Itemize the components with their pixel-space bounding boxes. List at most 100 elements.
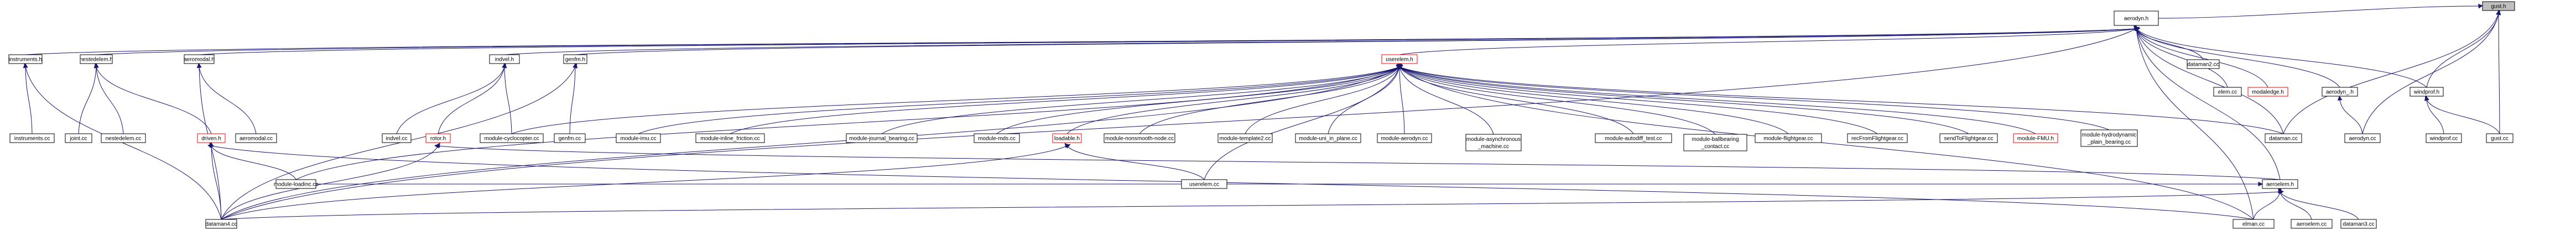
- node-box: [480, 133, 544, 143]
- dependency-edge: [2283, 10, 2501, 134]
- node-label: module-asynchronous: [1466, 137, 1521, 143]
- node-module-journal-bearing-cc[interactable]: module-journal_bearing.cc: [846, 133, 918, 143]
- node-module-FMU-h[interactable]: module-FMU.h: [2013, 133, 2058, 143]
- node-dataman-cc[interactable]: dataman.cc: [2265, 133, 2302, 143]
- node-module-imu-cc[interactable]: module-imu.cc: [616, 133, 661, 143]
- node-loadable-h[interactable]: loadable.h: [1052, 133, 1082, 143]
- node-aeroelem-cc[interactable]: aeroelem.cc: [2291, 219, 2333, 229]
- edge-line: [211, 145, 2254, 220]
- node-dataman4-cc[interactable]: dataman4.cc: [205, 219, 237, 229]
- node-box: [1377, 133, 1432, 143]
- node-module-cyclocopter-cc[interactable]: module-cyclocopter.cc: [480, 133, 544, 143]
- node-module-ballbearing-contact-cc[interactable]: module-ballbearing_contact.cc: [1683, 134, 1747, 151]
- node-box: [2013, 133, 2058, 143]
- node-aeroelem-h[interactable]: aeroelem.h: [2262, 179, 2298, 189]
- node-indvel-cc[interactable]: indvel.cc: [382, 133, 412, 143]
- dependency-edge: [511, 65, 1403, 134]
- edge-line: [1399, 66, 1878, 134]
- node-module-asynchronous-machine-cc[interactable]: module-asynchronous_machine.cc: [1465, 134, 1522, 151]
- dependency-edge: [209, 141, 222, 220]
- node-box: [9, 133, 55, 143]
- node-aerodyn-cc[interactable]: aerodyn.cc: [2344, 133, 2381, 143]
- node-modaledge-h[interactable]: modaledge.h: [2247, 87, 2288, 97]
- node-module-inline-friction-cc[interactable]: module-inline_friction.cc: [695, 133, 765, 143]
- node-box: [8, 54, 43, 64]
- dependency-edge: [2278, 188, 2312, 220]
- node-label: dataman2.cc: [2187, 62, 2219, 68]
- node-label: instruments.h: [9, 57, 42, 63]
- node-box: [1847, 133, 1908, 143]
- node-genfm-cc[interactable]: genfm.cc: [554, 133, 586, 143]
- edge-line: [2280, 191, 2359, 220]
- node-gust-cc[interactable]: gust.cc: [2486, 133, 2513, 143]
- node-windprof-cc[interactable]: windprof.cc: [2426, 133, 2462, 143]
- node-nestedelem-cc[interactable]: nestedelem.cc: [101, 133, 146, 143]
- node-instruments-cc[interactable]: instruments.cc: [9, 133, 55, 143]
- arrow-head-icon: [2337, 95, 2343, 101]
- node-joint-cc[interactable]: joint.cc: [65, 133, 92, 143]
- node-nestedelem-h[interactable]: nestedelem.h: [80, 54, 113, 64]
- node-recFromFlightgear-cc[interactable]: recFromFlightgear.cc: [1847, 133, 1908, 143]
- node-label: module-FMU.h: [2017, 136, 2054, 142]
- node-userelem-h[interactable]: userelem.h: [1381, 54, 1418, 64]
- node-box: [275, 179, 316, 189]
- node-elman-cc[interactable]: elman.cc: [2232, 219, 2275, 229]
- edge-line: [2136, 28, 2427, 88]
- node-elem-cc[interactable]: elem.cc: [2213, 87, 2242, 97]
- node-aerodyn-h[interactable]: aerodyn.h: [2114, 11, 2159, 26]
- node-box: [2213, 87, 2242, 97]
- node-driven-h[interactable]: driven.h: [197, 133, 226, 143]
- node-module-autodiff-test-cc[interactable]: module-autodiff_test.cc: [1595, 133, 1672, 143]
- edge-line: [1399, 66, 1716, 135]
- node-dataman2-cc[interactable]: dataman2.cc: [2187, 59, 2220, 69]
- node-dataman3-cc[interactable]: dataman3.cc: [2340, 219, 2377, 229]
- dependency-edge: [94, 63, 212, 134]
- node-module-uni-in-plane-cc[interactable]: module-uni_in_plane.cc: [1295, 133, 1361, 143]
- node-module-aerodyn-cc[interactable]: module-aerodyn.cc: [1377, 133, 1432, 143]
- edge-line: [2136, 28, 2281, 180]
- node-aerodyn--h[interactable]: aerodyn_.h: [2322, 87, 2358, 97]
- edge-line: [2339, 99, 2363, 134]
- node-label: _contact.cc: [1701, 144, 1730, 150]
- arrow-head-icon: [573, 63, 577, 69]
- node-module-flightgear-cc[interactable]: module-flightgear.cc: [1755, 133, 1822, 143]
- node-genfm-h[interactable]: genfm.h: [563, 54, 587, 64]
- node-box: [2486, 133, 2513, 143]
- node-module-loadinc-cc[interactable]: module-loadinc.cc: [274, 179, 319, 189]
- edge-line: [221, 66, 576, 220]
- edge-line: [1139, 66, 1400, 134]
- node-box: [1104, 133, 1175, 143]
- arrow-head-icon: [1397, 65, 1403, 70]
- node-box: [489, 54, 520, 64]
- node-indvel-h[interactable]: indvel.h: [489, 54, 520, 64]
- edge-line: [211, 145, 296, 180]
- node-instruments-h[interactable]: instruments.h: [8, 54, 43, 64]
- node-aeromodal-h[interactable]: aeromodal.h: [184, 54, 215, 64]
- node-module-mds-cc[interactable]: module-mds.cc: [974, 133, 1020, 143]
- node-module-hydrodynamic-plain-bearing-cc[interactable]: module-hydrodynamic_plain_bearing.cc: [2080, 129, 2138, 147]
- arrow-head-icon: [94, 63, 99, 69]
- node-label: module-template2.cc: [1220, 136, 1271, 142]
- node-module-nonsmooth-node-cc[interactable]: module-nonsmooth-node.cc: [1104, 133, 1175, 143]
- node-rotor-h[interactable]: rotor.h: [425, 133, 451, 143]
- node-box: [2291, 219, 2333, 229]
- dependency-edge: [209, 142, 296, 180]
- arrow-head-icon: [207, 144, 213, 149]
- dependency-edge: [2424, 96, 2500, 134]
- node-box: [2340, 219, 2377, 229]
- node-box: [197, 133, 226, 143]
- node-sendToFlightgear-cc[interactable]: sendToFlightgear.cc: [1939, 133, 1998, 143]
- node-userelem-cc[interactable]: userelem.cc: [1181, 179, 1227, 189]
- edge-line: [438, 145, 2281, 180]
- dependency-edge: [207, 144, 2254, 220]
- node-aeromodal-cc[interactable]: aeromodal.cc: [235, 133, 277, 143]
- node-label: module-aerodyn.cc: [1381, 136, 1428, 142]
- node-label: aeromodal.cc: [240, 136, 273, 142]
- dependency-edge: [2134, 25, 2204, 60]
- dependency-edge: [575, 26, 2141, 55]
- node-windprof-h[interactable]: windprof.h: [2410, 87, 2444, 97]
- edge-line: [221, 28, 2137, 220]
- node-label: genfm.h: [565, 57, 585, 63]
- arrow-head-icon: [2496, 10, 2501, 15]
- node-module-template2-cc[interactable]: module-template2.cc: [1217, 133, 1273, 143]
